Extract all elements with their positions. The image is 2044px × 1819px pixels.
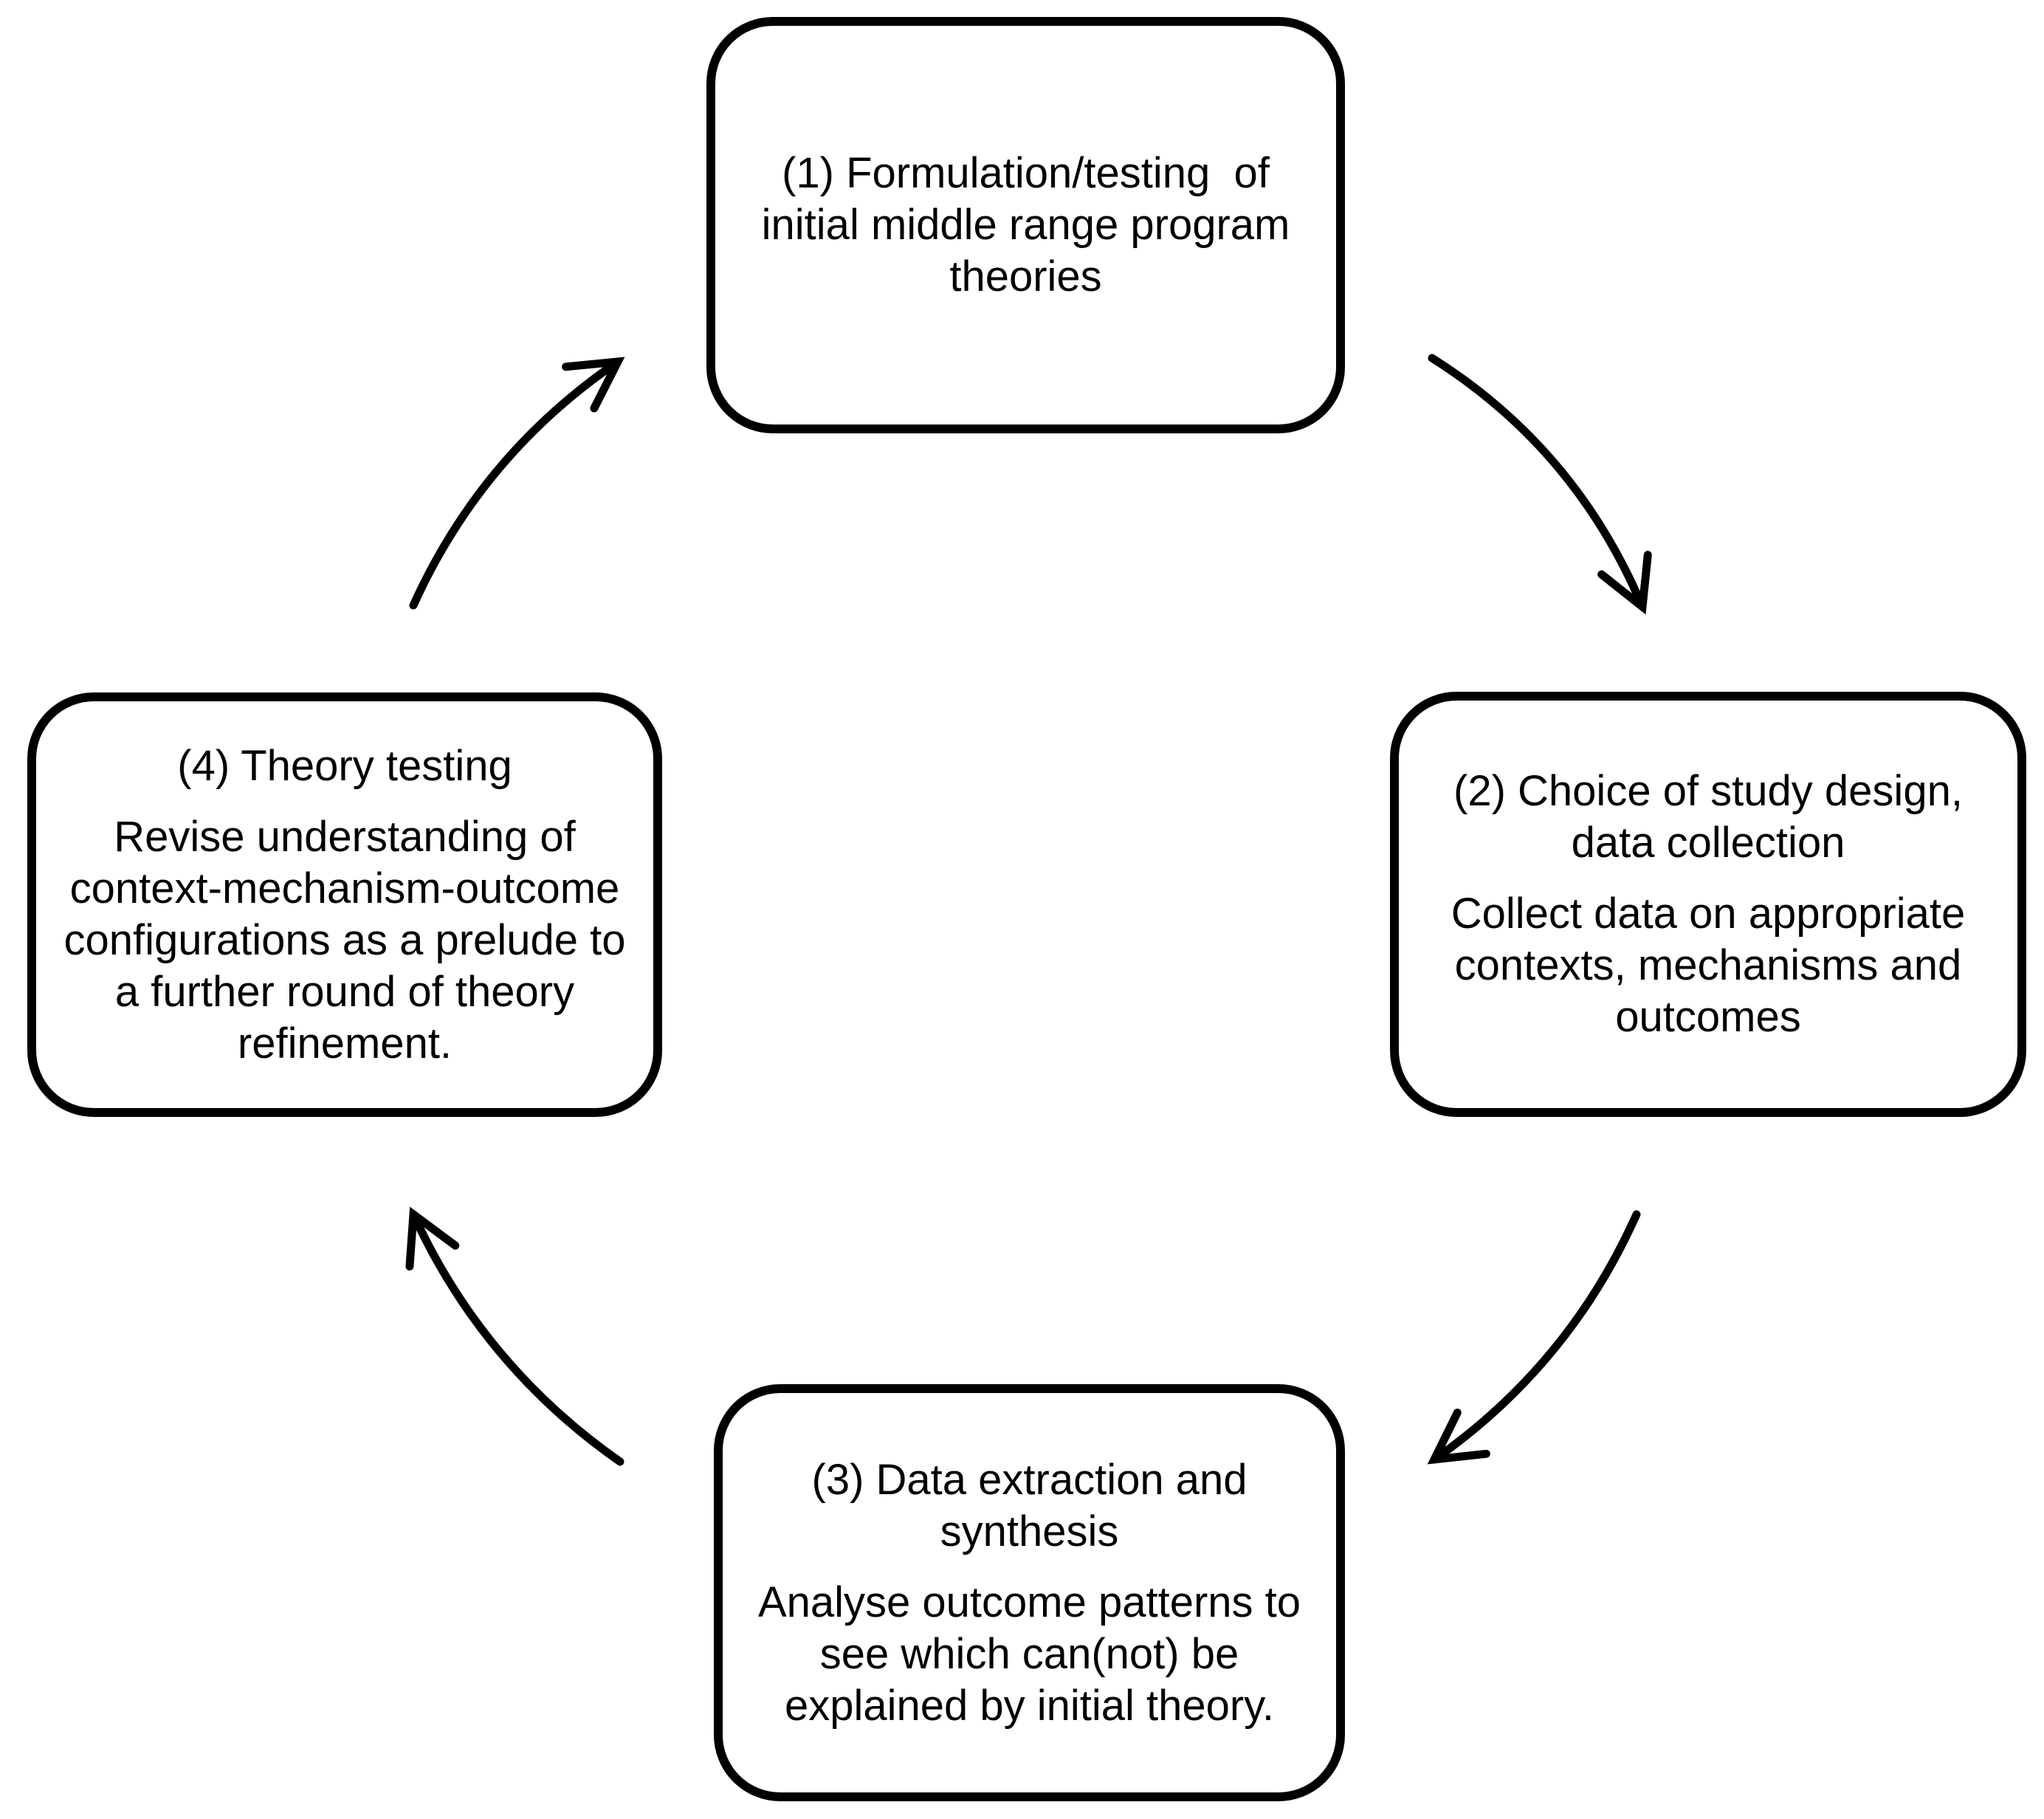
step-3-description: Analyse outcome patterns to see which ca… bbox=[757, 1578, 1301, 1730]
node-step-4-theory-testing: (4) Theory testing Revise understanding … bbox=[27, 692, 662, 1117]
step-2-title: (2) Choice of study design, data collect… bbox=[1453, 767, 1963, 867]
step-1-text: (1) Formulation/testing of initial middl… bbox=[761, 149, 1290, 300]
node-step-1-formulation: (1) Formulation/testing of initial middl… bbox=[706, 17, 1345, 433]
step-4-description: Revise understanding of context-mechanis… bbox=[63, 812, 626, 1067]
arrow-step3-to-step4-icon bbox=[405, 1206, 624, 1466]
node-step-3-data-extraction: (3) Data extraction and synthesis Analys… bbox=[714, 1384, 1345, 1801]
arrow-step2-to-step3-icon bbox=[1427, 1210, 1641, 1465]
step-3-title: (3) Data extraction and synthesis bbox=[811, 1455, 1248, 1555]
node-step-2-study-design: (2) Choice of study design, data collect… bbox=[1390, 692, 2026, 1117]
arrow-step4-to-step1-icon bbox=[409, 357, 625, 610]
step-4-title: (4) Theory testing bbox=[177, 741, 512, 790]
arrow-step1-to-step2-icon bbox=[1428, 354, 1652, 615]
step-2-description: Collect data on appropriate contexts, me… bbox=[1451, 890, 1966, 1041]
